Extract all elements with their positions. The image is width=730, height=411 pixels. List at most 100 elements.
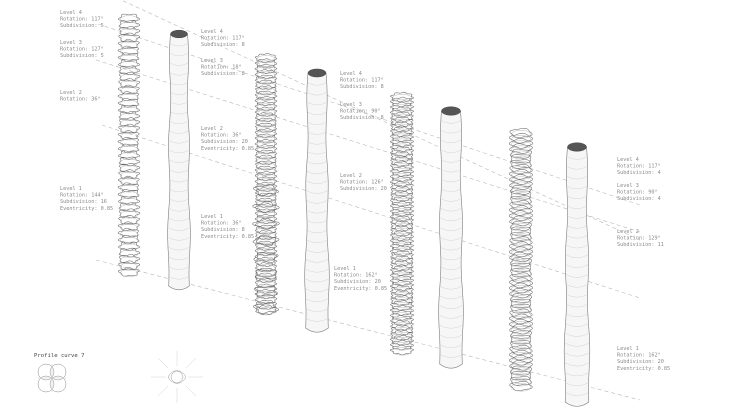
profile-ring xyxy=(252,201,280,213)
profile-ring-inner xyxy=(511,310,531,320)
surface-contour xyxy=(566,254,588,259)
profile-ring xyxy=(508,277,534,288)
level-label-line: Subdivision: 8 xyxy=(201,227,245,233)
profile-ring-inner xyxy=(511,253,531,263)
surface-contour xyxy=(305,249,329,253)
profile-ring-inner xyxy=(511,207,531,216)
profile-ring xyxy=(389,141,415,152)
profile-ring-inner xyxy=(511,367,531,376)
profile-ring xyxy=(255,273,277,283)
profile-ring-inner xyxy=(392,322,412,331)
profile-ring-inner xyxy=(256,98,276,107)
level-label-line: Subdivision: 20 xyxy=(340,186,387,192)
surface-contour xyxy=(168,266,190,270)
profile-ring xyxy=(389,280,415,291)
profile-ring xyxy=(117,39,140,49)
surface-contour xyxy=(306,210,328,214)
profile-ring xyxy=(509,360,533,371)
profile-ring xyxy=(509,318,533,330)
profile-ring-inner xyxy=(511,186,531,196)
profile-ring-inner xyxy=(120,21,138,30)
profile-ring-inner xyxy=(256,178,276,187)
profile-ring-inner xyxy=(511,321,531,330)
profile-ring xyxy=(118,208,141,219)
profile-ring xyxy=(252,302,280,314)
level-label-line: Rotation: 162° xyxy=(334,273,378,279)
surface-contour xyxy=(439,295,463,300)
profile-ring xyxy=(390,221,414,231)
surface-contour xyxy=(307,141,327,145)
surface-contour xyxy=(168,227,190,231)
surface-contour xyxy=(439,344,463,348)
level-label-line: Rotation: 18° xyxy=(201,65,242,71)
profile-ring xyxy=(389,275,414,286)
profile-ring-inner xyxy=(511,284,531,294)
surface-contour xyxy=(305,318,329,322)
profile-ring xyxy=(509,174,533,185)
surface-contour xyxy=(565,303,589,308)
profile-ring xyxy=(117,45,139,56)
surface-contour xyxy=(307,112,327,115)
profile-ring-inner xyxy=(256,232,276,241)
surface-contour xyxy=(565,352,589,357)
profile-ring-inner xyxy=(256,60,276,69)
profile-ring xyxy=(389,205,414,217)
profile-ring-inner xyxy=(256,76,276,85)
surface-contour xyxy=(439,276,463,280)
profile-ring-inner xyxy=(511,243,531,252)
profile-ring xyxy=(510,340,532,350)
profile-ring xyxy=(509,355,533,366)
profile-ring xyxy=(390,300,414,311)
profile-ring-inner xyxy=(256,130,276,139)
surface-contour xyxy=(565,333,589,337)
ring-stack xyxy=(117,13,141,277)
profile-ring xyxy=(389,136,414,147)
tower-body xyxy=(167,33,191,291)
profile-ring-inner xyxy=(511,331,531,340)
profile-ring xyxy=(509,164,533,175)
profile-ring-inner xyxy=(511,362,531,371)
profile-ring-inner xyxy=(120,61,138,69)
surface-contour xyxy=(168,247,190,251)
profile-ring-inner xyxy=(256,210,276,219)
surface-contour xyxy=(169,121,189,124)
profile-ring-inner xyxy=(256,141,276,149)
lofted-tower xyxy=(304,68,330,333)
profile-ring xyxy=(253,252,279,263)
profile-ring xyxy=(254,283,278,294)
surface-contour xyxy=(440,159,462,163)
surface-contour xyxy=(441,130,461,134)
profile-ring-inner xyxy=(120,41,138,50)
profile-ring xyxy=(390,339,414,351)
surface-contour xyxy=(306,219,328,224)
level-label-line: Subdivision: 4 xyxy=(617,196,661,202)
profile-ring xyxy=(389,176,415,187)
profile-ring xyxy=(254,165,278,176)
profile-ring-inner xyxy=(120,165,138,173)
profile-ring-inner xyxy=(511,130,531,139)
surface-contour xyxy=(564,392,590,396)
profile-ring xyxy=(119,26,141,36)
surface-contour xyxy=(169,179,189,183)
profile-ring-inner xyxy=(392,257,412,267)
surface-contour xyxy=(168,188,190,193)
profile-ring-inner xyxy=(511,233,531,242)
surface-contour xyxy=(441,149,461,153)
surface-contour xyxy=(169,92,189,95)
profile-ring-inner xyxy=(392,218,412,227)
profile-ring-inner xyxy=(120,74,138,82)
profile-ring-inner xyxy=(120,249,138,258)
profile-ring xyxy=(117,175,140,186)
level-label-line: Subdivision: 20 xyxy=(617,359,664,365)
profile-ring xyxy=(509,288,533,299)
profile-ring xyxy=(390,201,414,212)
profile-ring-inner xyxy=(511,259,531,268)
profile-ring-inner xyxy=(511,181,531,190)
profile-ring xyxy=(509,324,533,335)
profile-ring xyxy=(254,269,278,280)
profile-ring xyxy=(509,236,533,247)
profile-ring-inner xyxy=(511,145,531,154)
